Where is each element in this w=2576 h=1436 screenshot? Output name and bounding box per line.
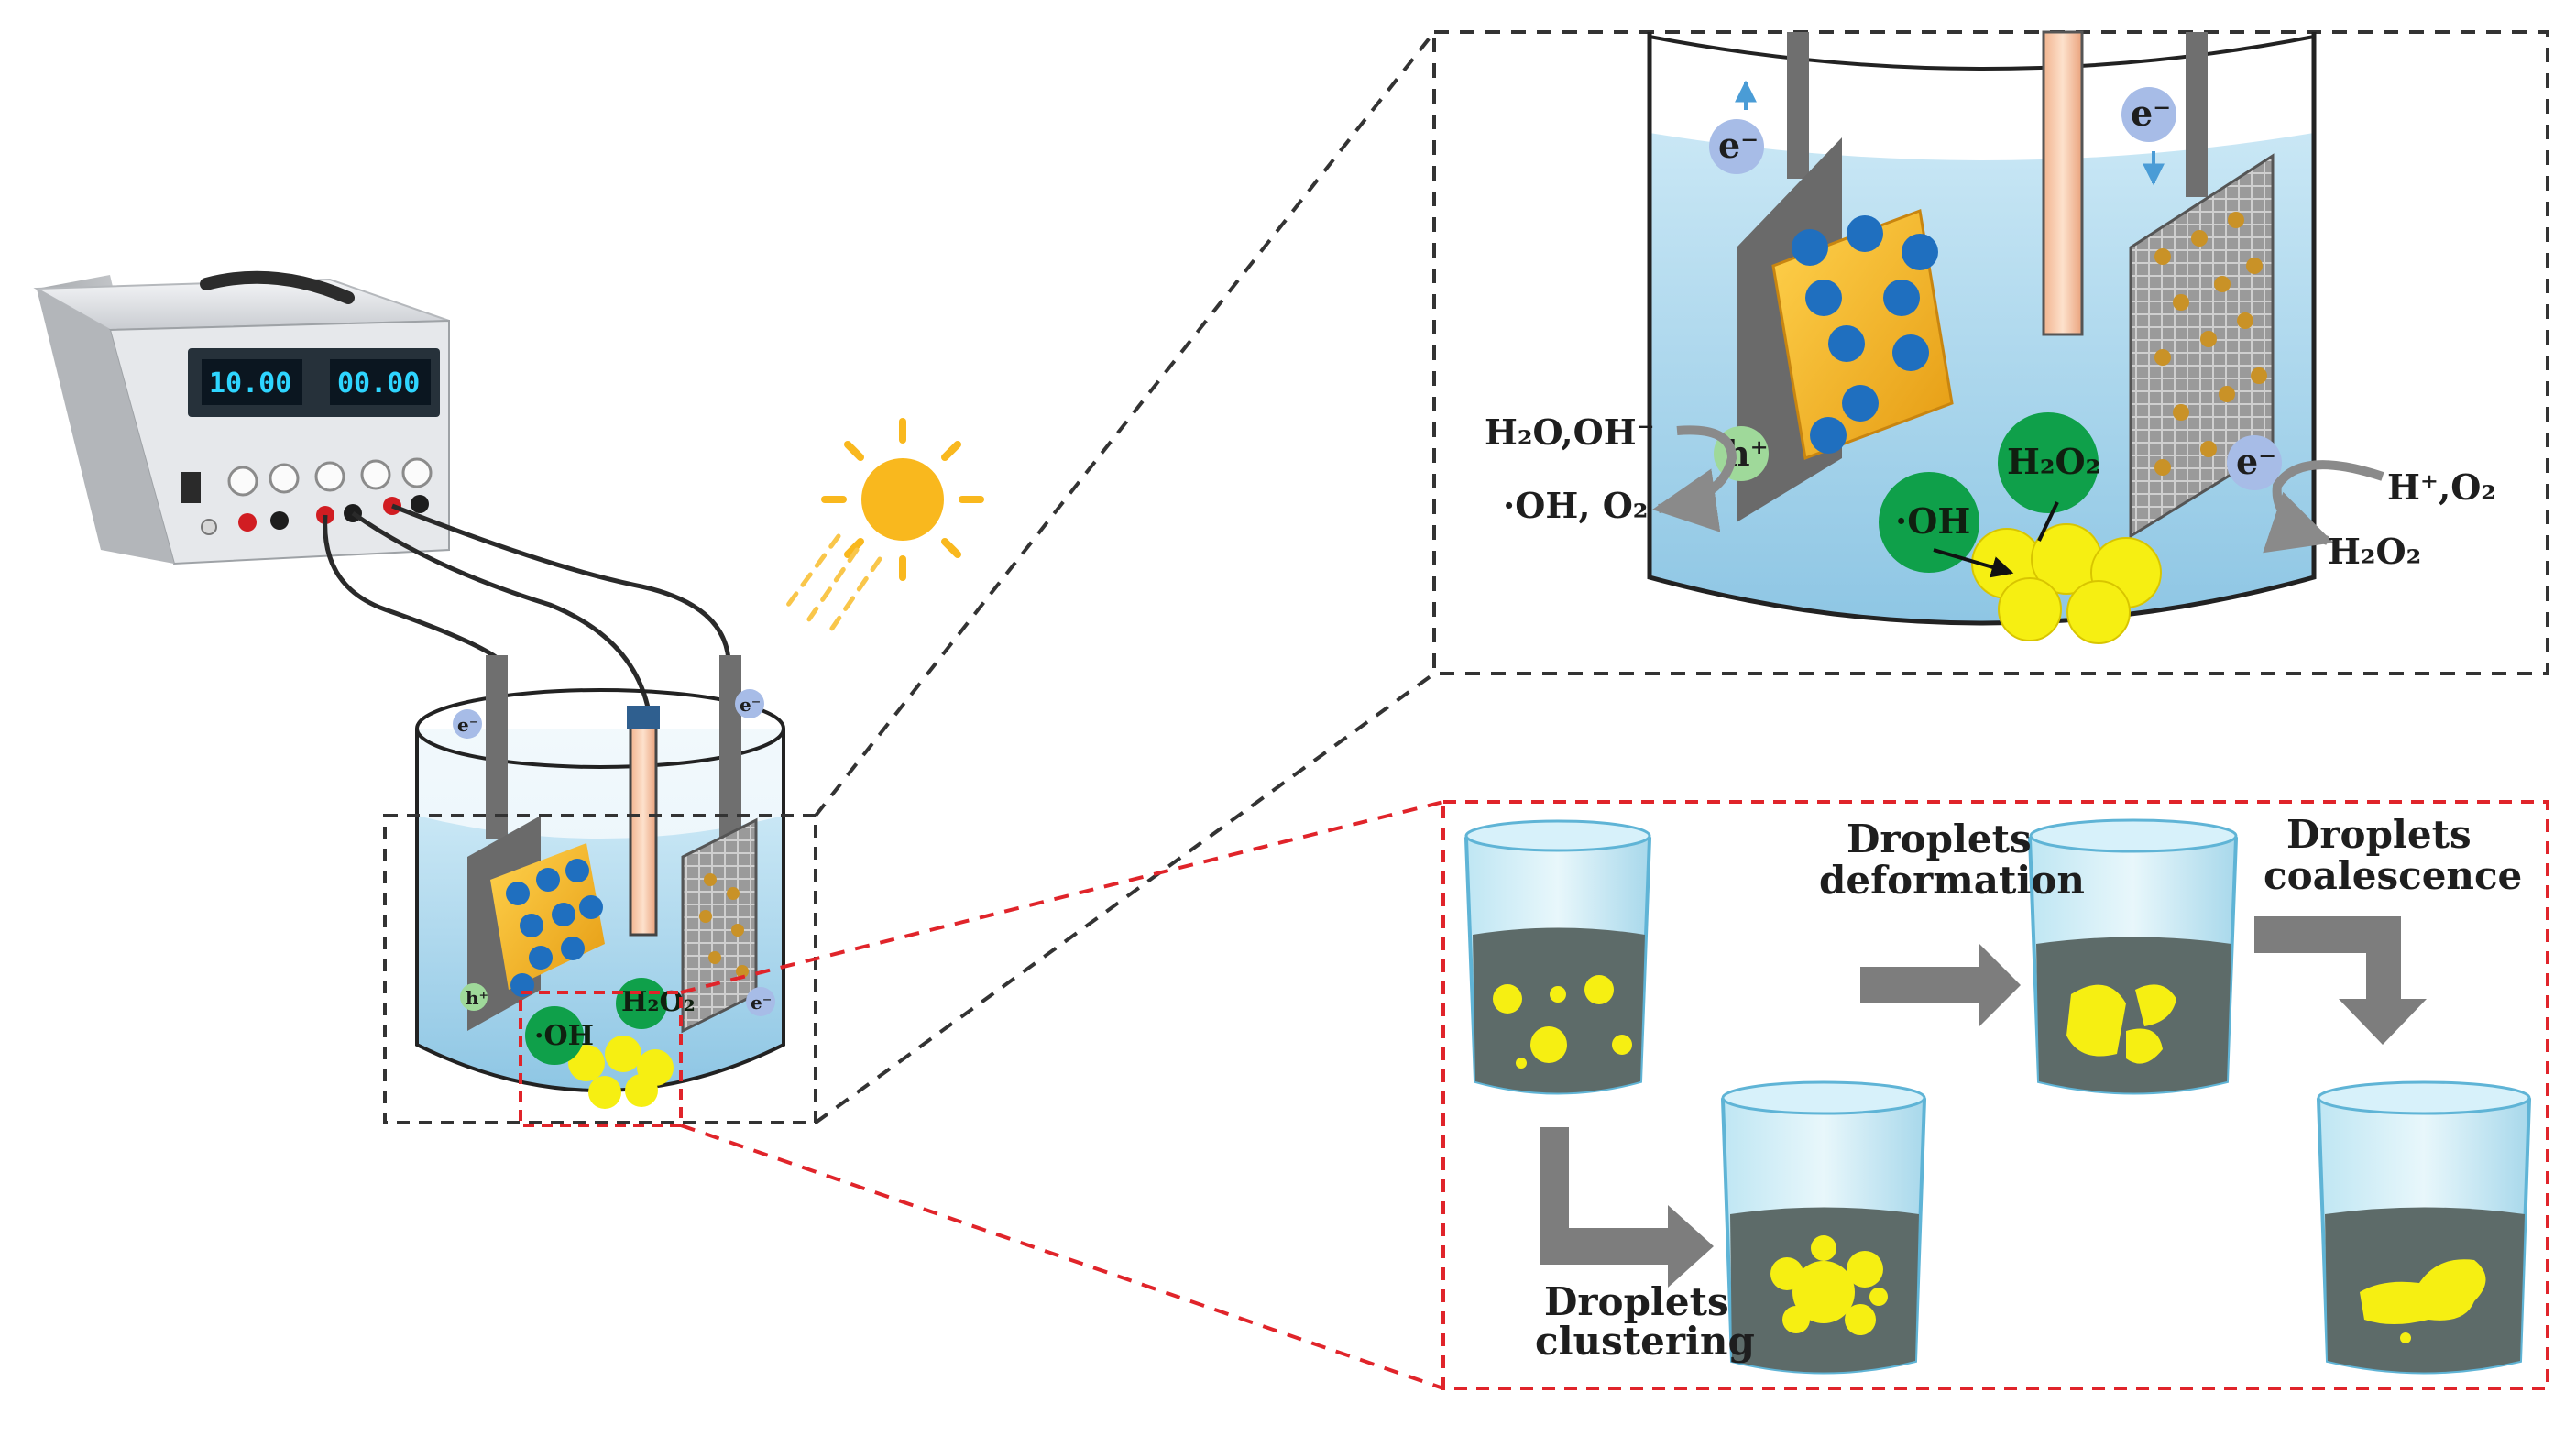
small-electron-cathode: e⁻ [751, 992, 772, 1014]
label-coalescence-line1: Droplets [2286, 812, 2472, 857]
small-zoom-box-black [383, 814, 817, 1124]
beaker-clustering [1720, 1080, 1927, 1375]
zoom-electron-right: e⁻ [2131, 93, 2171, 134]
connection-wires [323, 503, 731, 725]
small-hole-label: h⁺ [466, 987, 488, 1009]
label-deformation-line1: Droplets [1847, 817, 2032, 861]
zoom-panel: ·OH H₂O₂ h⁺ e⁻ e⁻ e⁻ H₂O,OH⁻ ·OH, O₂ H⁺,… [1432, 30, 2549, 675]
label-coalescence-line2: coalescence [2264, 853, 2522, 898]
small-electron-right: e⁻ [740, 694, 761, 716]
zoom-oh-label: ·OH [1895, 500, 1970, 542]
beaker-deformation [2027, 818, 2239, 1095]
process-arrows [1540, 916, 2427, 1288]
anode-reactant-label: H₂O,OH⁻ [1485, 411, 1655, 453]
dc-power-supply: 10.00 00.00 [33, 270, 450, 565]
display-left: 10.00 [209, 367, 291, 400]
small-electron-left: e⁻ [457, 714, 478, 736]
small-oh-label: ·OH [534, 1020, 594, 1052]
cathode-product-label: H₂O₂ [2328, 531, 2421, 572]
label-clustering-line2: clustering [1535, 1319, 1755, 1364]
display-right: 00.00 [337, 367, 420, 400]
anode-product-label: ·OH, O₂ [1503, 485, 1648, 526]
droplet-panel: Droplets clustering Droplets deformation… [1441, 800, 2549, 1390]
zoom-electron-cathode: e⁻ [2236, 441, 2276, 482]
small-zoom-box-red [519, 991, 683, 1127]
small-electrochemical-cell: ·OH H₂O₂ h⁺ e⁻ e⁻ e⁻ [383, 655, 817, 1127]
beaker-initial [1463, 819, 1652, 1095]
cathode-reactant-label: H⁺,O₂ [2387, 466, 2496, 508]
zoom-h2o2-label: H₂O₂ [2007, 441, 2100, 482]
beaker-coalescence [2316, 1080, 2532, 1375]
zoom-electron-left: e⁻ [1718, 125, 1759, 166]
zoom-guides [680, 30, 1444, 1390]
label-clustering-line1: Droplets [1544, 1279, 1729, 1324]
label-deformation-line2: deformation [1819, 858, 2085, 903]
sun-icon [785, 418, 984, 635]
